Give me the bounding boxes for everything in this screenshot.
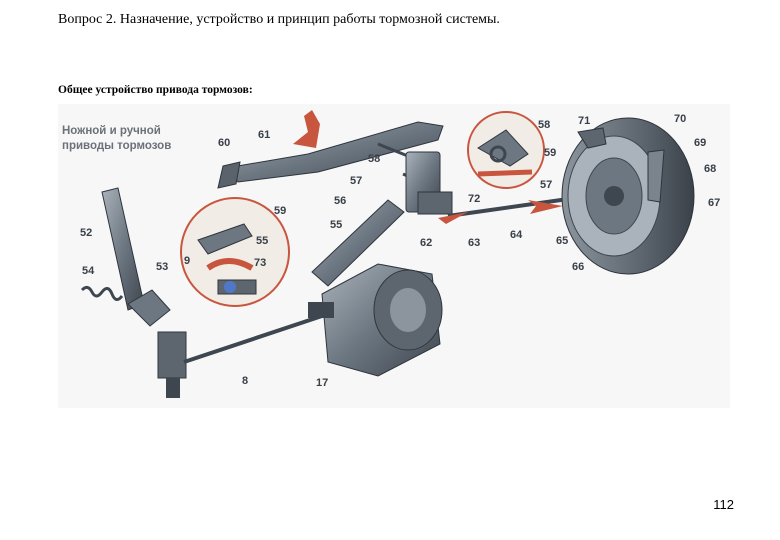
label-59a: 59 bbox=[274, 205, 286, 217]
rod-direction-arrow bbox=[528, 200, 563, 214]
equalizer-bracket bbox=[405, 151, 453, 215]
label-61: 61 bbox=[258, 129, 270, 141]
label-71: 71 bbox=[578, 115, 590, 127]
label-63: 63 bbox=[468, 237, 480, 249]
pedal-rod bbox=[183, 312, 329, 364]
label-56: 56 bbox=[334, 195, 346, 207]
brake-pedal bbox=[80, 187, 187, 398]
label-73: 73 bbox=[254, 257, 266, 269]
figure-caption-line1: Ножной и ручной bbox=[62, 125, 161, 137]
label-17: 17 bbox=[316, 377, 328, 389]
label-60: 60 bbox=[218, 137, 230, 149]
label-55a: 55 bbox=[330, 219, 342, 231]
figure-caption-line2: приводы тормозов bbox=[62, 140, 171, 152]
intermediate-lever bbox=[311, 199, 405, 287]
label-69: 69 bbox=[694, 137, 706, 149]
return-spring bbox=[80, 285, 124, 301]
label-58b: 58 bbox=[538, 119, 550, 131]
label-57b: 57 bbox=[540, 179, 552, 191]
label-53: 53 bbox=[156, 261, 168, 273]
rear-rod bbox=[438, 197, 569, 224]
section-subheading: Общее устройство привода тормозов: bbox=[58, 84, 253, 96]
label-62: 62 bbox=[420, 237, 432, 249]
page-number: 112 bbox=[713, 497, 734, 512]
label-66: 66 bbox=[572, 261, 584, 273]
label-9: 9 bbox=[184, 255, 190, 267]
label-65: 65 bbox=[556, 235, 568, 247]
detail-inset-right bbox=[467, 111, 545, 189]
lever-up-arrow bbox=[293, 110, 320, 148]
label-64: 64 bbox=[510, 229, 523, 241]
label-55b: 55 bbox=[256, 235, 268, 247]
label-72: 72 bbox=[468, 193, 480, 205]
label-70: 70 bbox=[674, 113, 686, 125]
label-54: 54 bbox=[82, 265, 95, 277]
page-heading: Вопрос 2. Назначение, устройство и принц… bbox=[58, 12, 500, 27]
brake-drum bbox=[561, 117, 695, 275]
label-8: 8 bbox=[242, 375, 248, 387]
detail-inset-left bbox=[180, 197, 290, 307]
label-59b: 59 bbox=[544, 147, 556, 159]
parking-brake-lever bbox=[217, 110, 444, 189]
brake-booster-unit bbox=[308, 263, 443, 377]
label-67: 67 bbox=[708, 197, 720, 209]
label-58a: 58 bbox=[368, 153, 380, 165]
label-57a: 57 bbox=[350, 175, 362, 187]
label-52: 52 bbox=[80, 227, 92, 239]
brake-drive-diagram: Ножной и ручной приводы тормозов bbox=[58, 104, 730, 408]
label-68: 68 bbox=[704, 163, 716, 175]
